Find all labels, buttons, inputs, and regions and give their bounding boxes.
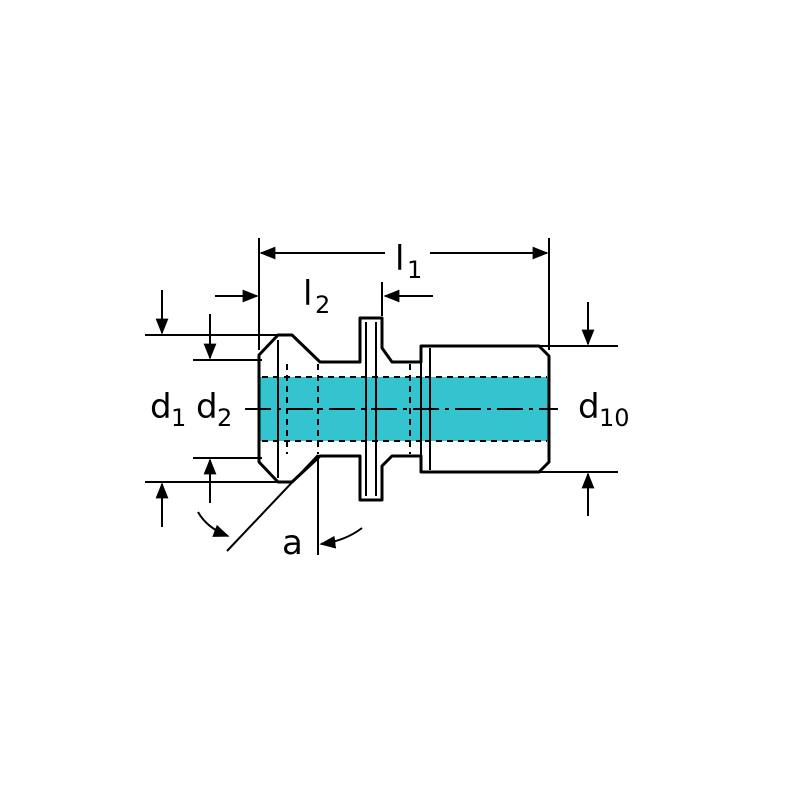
d2-label: d	[196, 387, 218, 427]
d1-subscript: 1	[171, 404, 186, 432]
d2-subscript: 2	[217, 404, 232, 432]
angle-arc-right	[319, 527, 363, 549]
d1-label: d	[150, 387, 172, 427]
l2-subscript: 2	[315, 291, 330, 319]
l2-label: l	[303, 274, 312, 314]
angle-chamfer-line	[226, 454, 319, 552]
d10-label: d	[578, 387, 600, 427]
angle-label: a	[282, 523, 303, 563]
l1-label: l	[395, 239, 404, 279]
d10-subscript: 10	[599, 404, 630, 432]
angle-arc-left	[197, 511, 230, 537]
l1-subscript: 1	[407, 256, 422, 284]
